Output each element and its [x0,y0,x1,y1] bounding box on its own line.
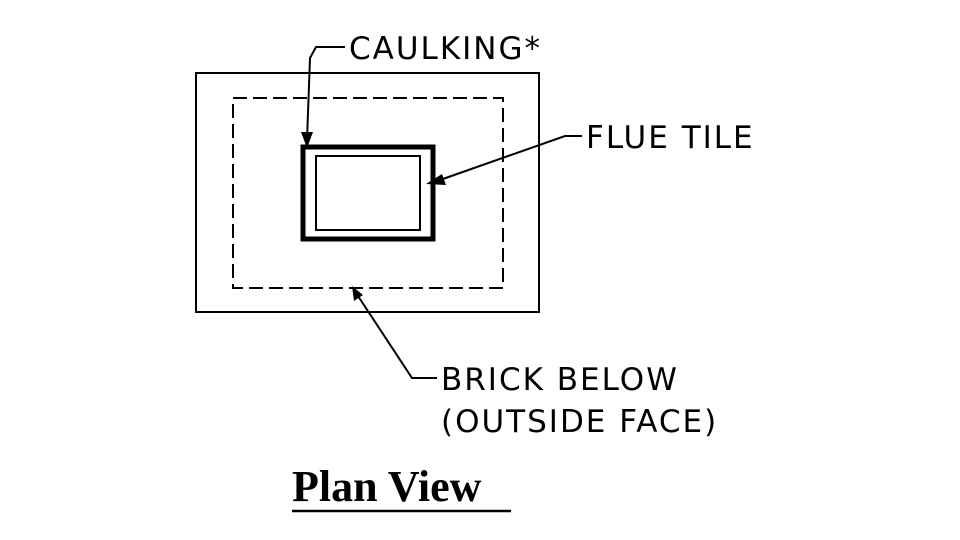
flue-tile-inner [315,155,421,231]
outside-face-label: (OUTSIDE FACE) [441,404,718,440]
caulking-label: CAULKING* [349,31,542,67]
flue-tile-leader-line [439,135,582,181]
caulking-leader-line [306,46,345,141]
brick-below-arrowhead [352,286,363,301]
chimney-outline [195,72,540,313]
brick-below-label: BRICK BELOW [441,362,679,398]
brick-below-leader-line [357,295,437,379]
brick-below-outline [232,97,504,289]
flue-tile-label: FLUE TILE [586,120,755,156]
caulking-arrowhead [301,132,313,148]
plan-view-title: Plan View [292,462,482,511]
flue-tile-outer [300,144,436,242]
flue-tile-arrowhead [426,174,446,185]
